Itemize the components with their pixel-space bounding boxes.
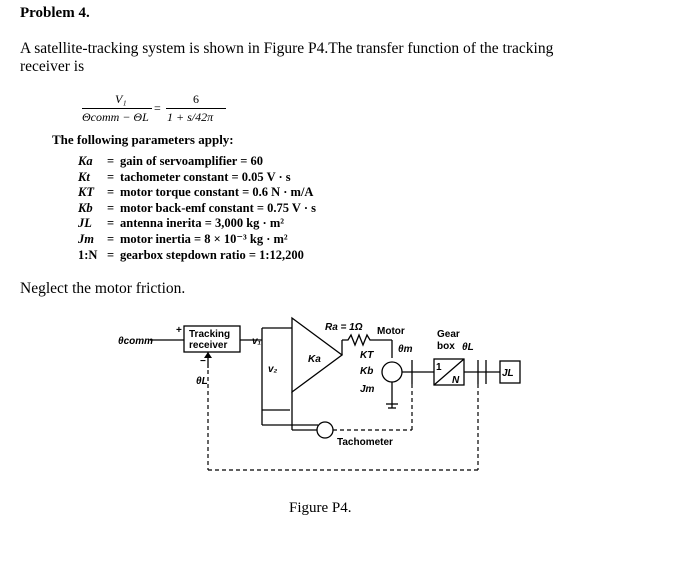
label-gear-n: N	[452, 375, 460, 386]
label-theta-l-in: θL	[196, 376, 208, 387]
label-ka: Ka	[308, 354, 321, 365]
label-theta-l-out: θL	[462, 342, 474, 353]
transfer-function: V₁ Θcomm − ΘL = 6 1 + s/42π	[82, 92, 242, 126]
param-symbol: KT	[78, 185, 94, 200]
armature-resistor	[342, 333, 392, 347]
motor-symbol	[381, 361, 403, 383]
param-symbol: Jm	[78, 231, 94, 246]
param-description: motor inertia = 8 × 10⁻³ kg · m²	[120, 231, 288, 246]
label-minus: −	[200, 356, 206, 367]
param-symbol: Kt	[78, 169, 90, 184]
label-theta-m: θm	[398, 344, 413, 355]
param-row: Ka=gain of servoamplifier = 60	[78, 154, 263, 168]
tf-fraction-bar-right	[166, 108, 226, 109]
param-description: tachometer constant = 0.05 V · s	[120, 169, 291, 184]
label-ra: Ra = 1Ω	[325, 322, 363, 333]
neglect-note: Neglect the motor friction.	[20, 280, 186, 297]
params-list: Ka=gain of servoamplifier = 60 Kt=tachom…	[78, 154, 316, 263]
label-tracking: Tracking	[189, 329, 230, 340]
param-symbol: Kb	[78, 200, 93, 215]
tf-numerator-right: 6	[193, 92, 199, 106]
label-gear: Gear	[437, 329, 460, 340]
label-receiver: receiver	[189, 340, 227, 351]
antenna-inertia-block	[499, 360, 521, 384]
servo-amplifier-triangle	[291, 316, 344, 394]
label-box: box	[437, 341, 455, 352]
param-description: antenna inerita = 3,000 kg · m²	[120, 216, 285, 231]
param-row: JL=antenna inerita = 3,000 kg · m²	[78, 216, 285, 231]
problem-intro: A satellite-tracking system is shown in …	[20, 40, 660, 76]
intro-line-2: receiver is	[20, 58, 85, 75]
tf-denominator-right: 1 + s/42π	[167, 110, 214, 124]
label-tachometer: Tachometer	[337, 437, 393, 448]
label-jl: JL	[502, 368, 514, 379]
tf-equals: =	[154, 101, 161, 115]
param-row: Jm=motor inertia = 8 × 10⁻³ kg · m²	[78, 231, 288, 246]
param-symbol: 1:N	[78, 247, 98, 262]
label-gear-one: 1	[436, 362, 442, 373]
label-kt: KT	[360, 350, 374, 361]
tf-fraction-bar-left	[82, 108, 152, 109]
label-v2: v₂	[268, 364, 278, 375]
param-description: gearbox stepdown ratio = 1:12,200	[120, 247, 304, 262]
label-kb: Kb	[360, 366, 373, 377]
label-plus: +	[176, 325, 182, 336]
problem-heading: Problem 4.	[20, 5, 90, 21]
tachometer-symbol	[316, 421, 334, 439]
param-description: gain of servoamplifier = 60	[120, 154, 263, 168]
param-description: motor back-emf constant = 0.75 V · s	[120, 200, 317, 215]
param-symbol: Ka	[78, 154, 93, 168]
label-jm: Jm	[360, 384, 375, 395]
param-description: motor torque constant = 0.6 N · m/A	[120, 185, 314, 200]
tracking-receiver-block	[183, 325, 241, 353]
tf-denominator-left: Θcomm − ΘL	[82, 110, 149, 124]
feedback-arrow	[204, 352, 212, 358]
params-title: The following parameters apply:	[52, 132, 234, 147]
label-theta-comm: θcomm	[118, 336, 153, 347]
param-row: Kt=tachometer constant = 0.05 V · s	[78, 169, 291, 184]
tf-numerator-left: V₁	[115, 92, 127, 106]
param-row: Kb=motor back-emf constant = 0.75 V · s	[78, 200, 317, 215]
label-motor: Motor	[377, 326, 405, 337]
param-row: KT=motor torque constant = 0.6 N · m/A	[78, 185, 314, 200]
label-v1: v₁	[252, 336, 262, 347]
param-symbol: JL	[78, 216, 92, 231]
intro-line-1: A satellite-tracking system is shown in …	[20, 40, 554, 57]
figure-caption: Figure P4.	[289, 500, 352, 516]
param-row: 1:N=gearbox stepdown ratio = 1:12,200	[78, 247, 304, 262]
